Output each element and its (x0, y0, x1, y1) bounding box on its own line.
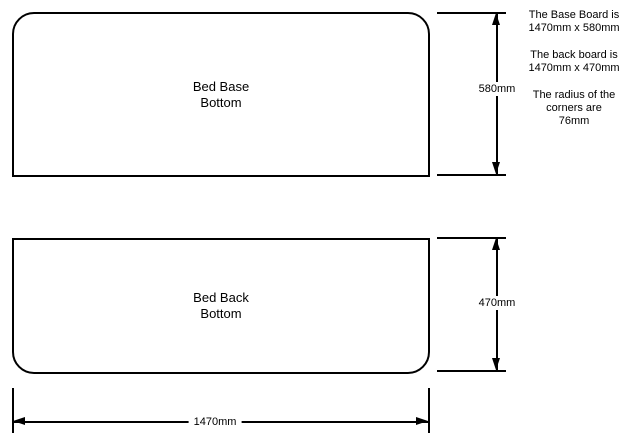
arrow-left-icon (13, 417, 25, 425)
arrow-up-icon (492, 13, 500, 25)
note-line: 76mm (558, 115, 590, 127)
arrow-right-icon (416, 417, 428, 425)
note-line: 1470mm x 580mm (528, 22, 620, 34)
extension-line (437, 12, 506, 14)
notes-block: The Base Board is 1470mm x 580mm The bac… (518, 9, 630, 142)
note-line: 1470mm x 470mm (528, 62, 620, 74)
note-corner-radius: The radius of the corners are 76mm (518, 89, 630, 128)
note-line: The Base Board is (528, 9, 620, 21)
bed-base-label: Bed Base Bottom (193, 79, 249, 111)
arrow-down-icon (492, 358, 500, 370)
extension-line (428, 388, 430, 433)
bed-back-outline: Bed Back Bottom (12, 238, 430, 374)
note-line: The back board is (530, 49, 618, 61)
extension-line (437, 237, 506, 239)
dim-base-height-label: 580mm (473, 82, 521, 96)
arrow-down-icon (492, 162, 500, 174)
extension-line (12, 388, 14, 433)
note-back-board: The back board is 1470mm x 470mm (518, 49, 630, 75)
bed-base-outline: Bed Base Bottom (12, 12, 430, 177)
extension-line (437, 370, 506, 372)
note-base-board: The Base Board is 1470mm x 580mm (518, 9, 630, 35)
bed-base-title: Bed Base (192, 78, 250, 94)
arrow-up-icon (492, 238, 500, 250)
extension-line (437, 174, 506, 176)
bed-base-face-label: Bottom (200, 94, 242, 110)
bed-back-label: Bed Back Bottom (193, 290, 249, 322)
bed-back-title: Bed Back (193, 290, 249, 305)
dim-back-height-label: 470mm (473, 296, 521, 310)
dim-board-width-label: 1470mm (188, 415, 242, 429)
bed-back-face-label: Bottom (200, 306, 242, 321)
note-line: The radius of the (532, 89, 616, 101)
note-line: corners are (546, 102, 602, 114)
